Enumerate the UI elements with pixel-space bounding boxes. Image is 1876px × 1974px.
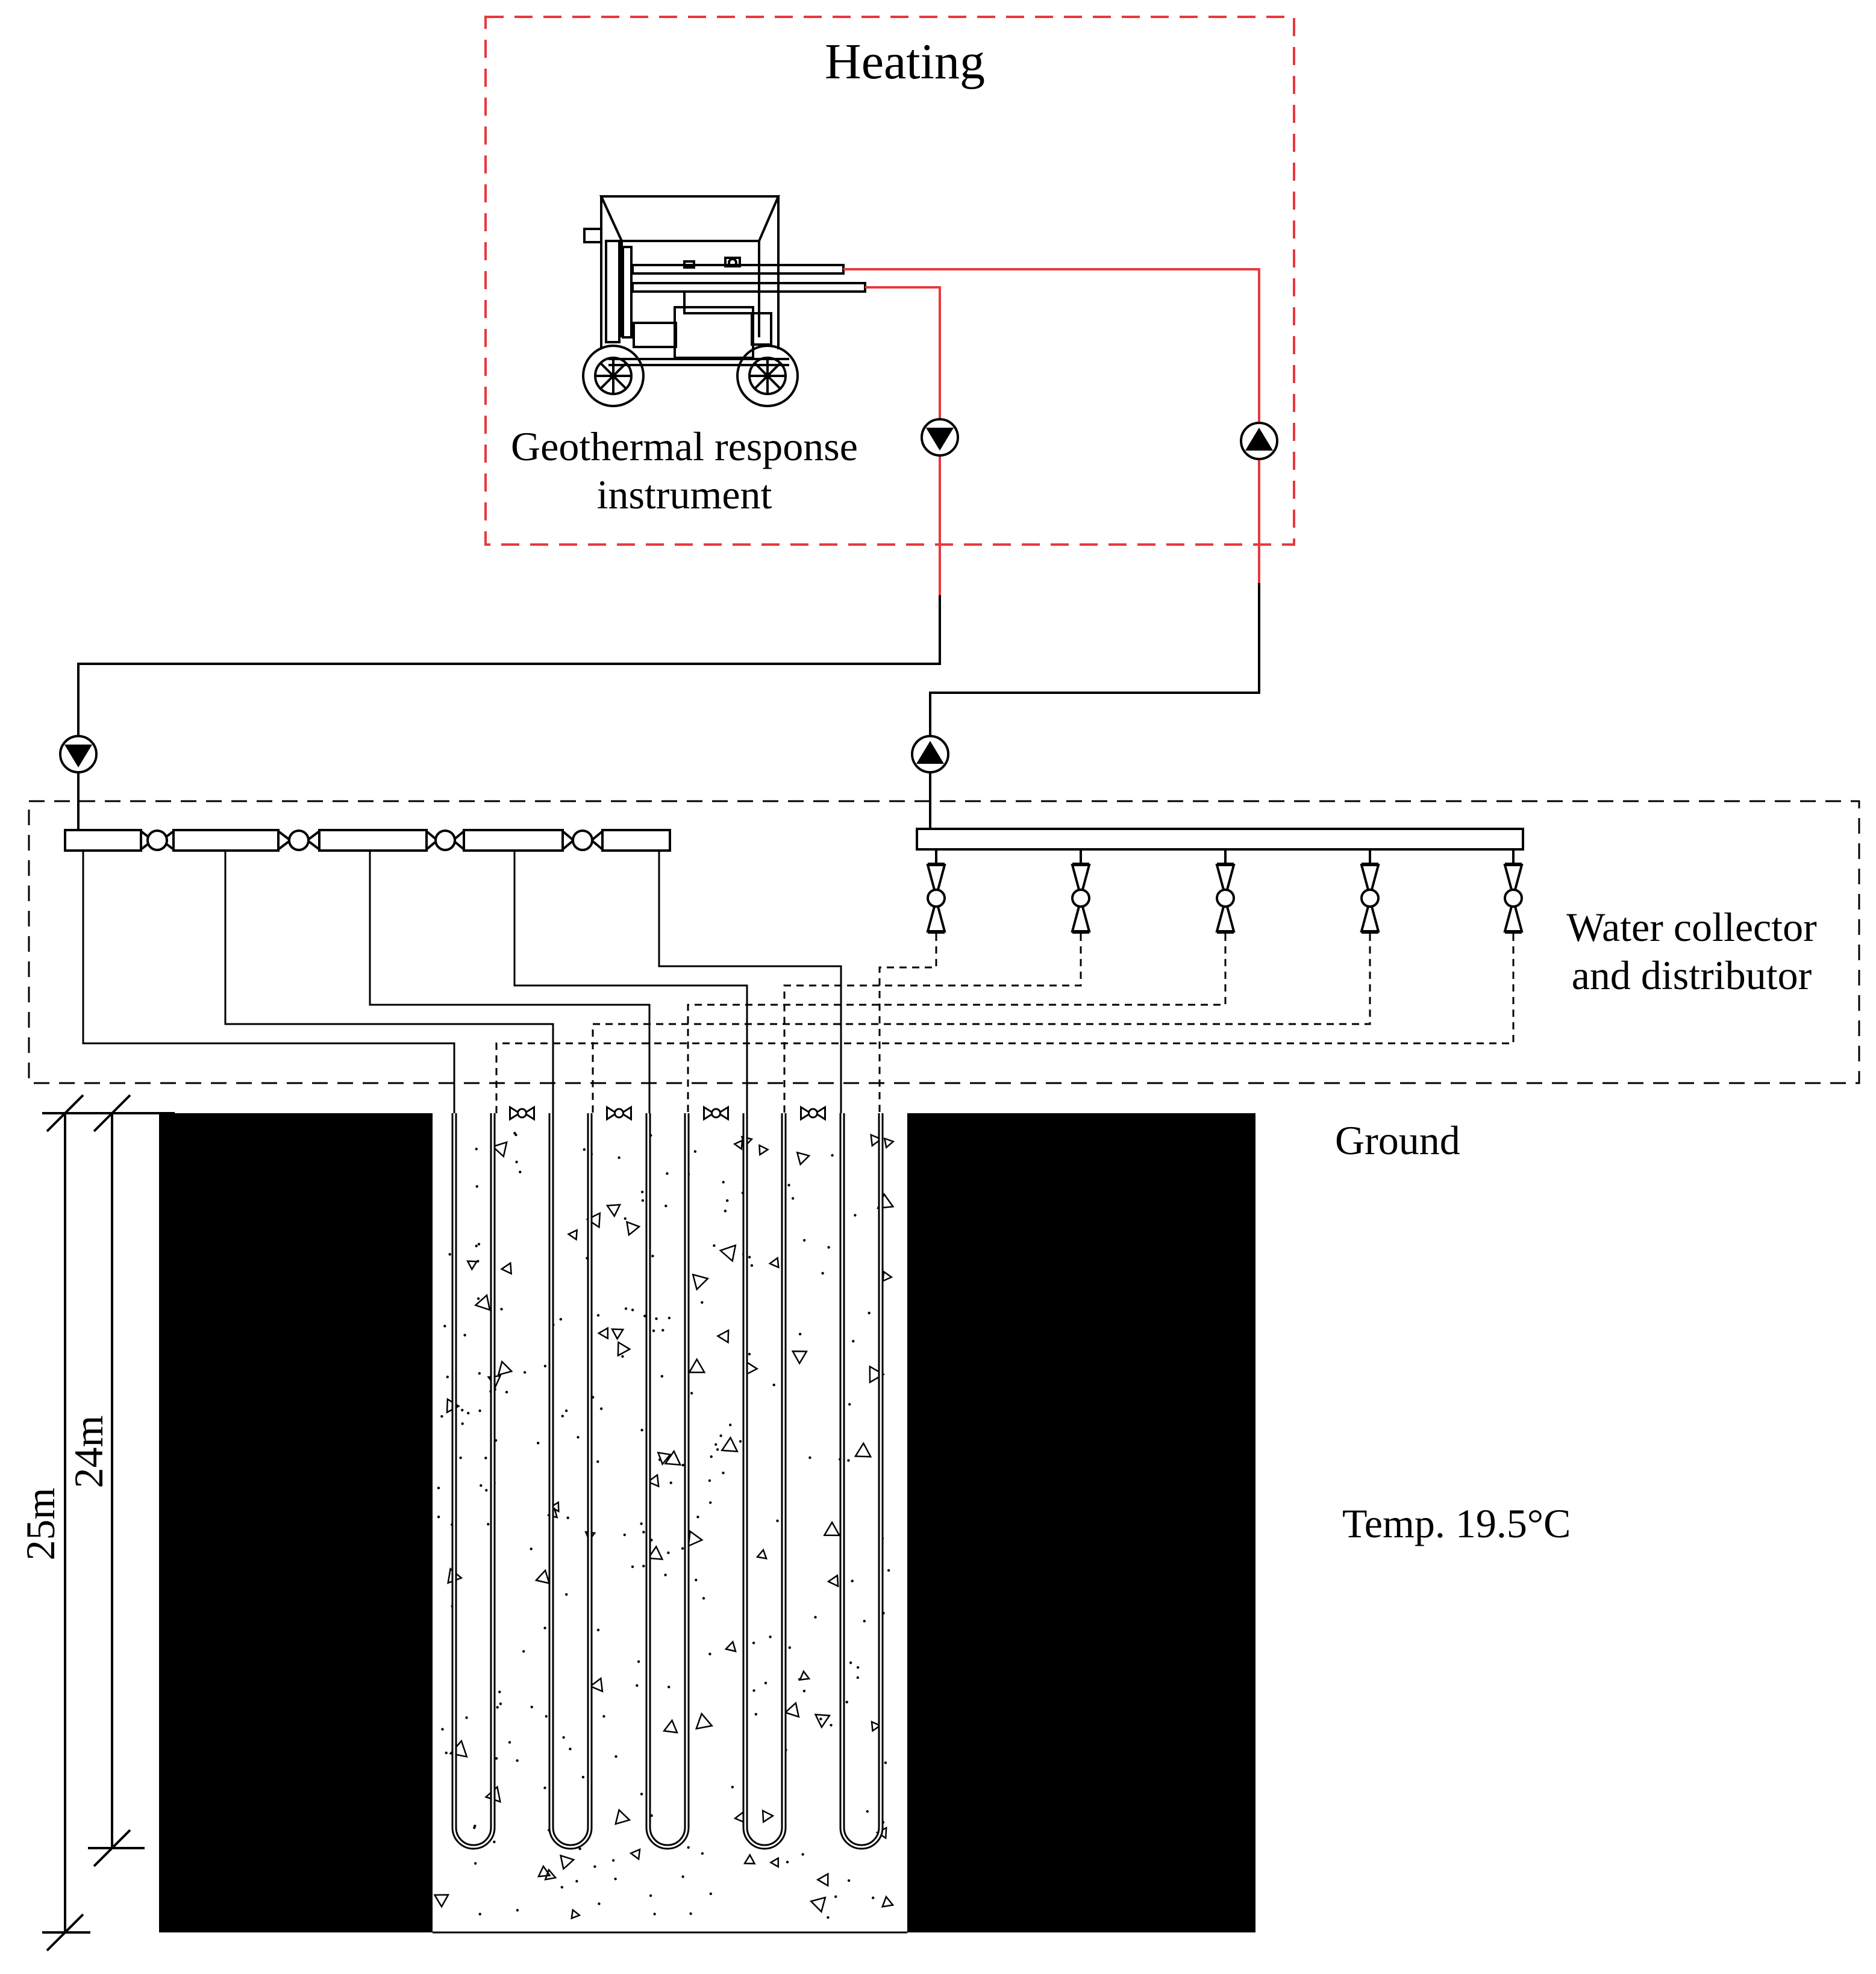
collector-label-line1: Water collector — [1566, 904, 1817, 950]
soil-left — [159, 1113, 433, 1932]
u-tube — [548, 1105, 632, 1850]
wellhead-valve-icon — [800, 1105, 826, 1121]
grout-fill — [433, 1113, 907, 1932]
collector-valve-icon — [277, 829, 320, 852]
u-tube — [839, 1113, 884, 1850]
collector-distributor-boundary — [28, 800, 1860, 1084]
water-collector-header — [64, 829, 671, 852]
ground-label: Ground — [1335, 1117, 1460, 1163]
heating-boundary — [484, 16, 1295, 546]
connecting-pipes — [77, 583, 1260, 829]
u-tube-boreholes — [451, 1105, 884, 1850]
heating-loop-pipes — [843, 268, 1260, 595]
water-distributor-header — [916, 828, 1524, 851]
collector-valve-icon — [561, 828, 604, 852]
distributor-valve-icon — [1503, 849, 1524, 934]
soil-right — [907, 1113, 1255, 1932]
wellhead-valve-icon — [703, 1105, 729, 1121]
heating-title: Heating — [825, 34, 985, 90]
collector-label-line2: and distributor — [1572, 952, 1812, 998]
distributor-outlet-pipes — [495, 934, 1515, 1113]
pump-icon-supply-down — [921, 418, 959, 457]
distributor-valves — [926, 849, 1524, 934]
distributor-valve-icon — [1215, 849, 1236, 934]
temperature-label: Temp. 19.5°C — [1342, 1501, 1571, 1546]
wellhead-valve-icon — [509, 1105, 535, 1121]
instrument-label-line1: Geothermal response — [511, 423, 858, 469]
depth-label-24m: 24m — [66, 1416, 111, 1488]
u-tube — [645, 1105, 729, 1850]
pump-icon-return-up — [1240, 422, 1278, 460]
wellhead-valve-icon — [606, 1105, 632, 1121]
u-tube — [742, 1105, 826, 1850]
distributor-valve-icon — [926, 849, 946, 934]
collector-valve-icon — [140, 829, 175, 852]
instrument-label-line2: instrument — [597, 472, 772, 517]
pump-icon-distributor-up — [911, 735, 949, 773]
distributor-valve-icon — [1071, 849, 1091, 934]
depth-dimension-25m — [42, 1094, 175, 1952]
distributor-valve-icon — [1360, 849, 1380, 934]
pump-icon-collector-down — [59, 735, 98, 773]
depth-label-25m: 25m — [17, 1488, 63, 1561]
depth-dimension-24m — [88, 1094, 145, 1867]
collector-outlet-pipes — [82, 851, 842, 1113]
grout-texture — [433, 1132, 895, 1920]
geothermal-instrument-icon — [582, 195, 866, 407]
collector-valve-icon — [425, 828, 465, 852]
collector-valves — [140, 828, 604, 852]
u-tube — [451, 1105, 535, 1850]
